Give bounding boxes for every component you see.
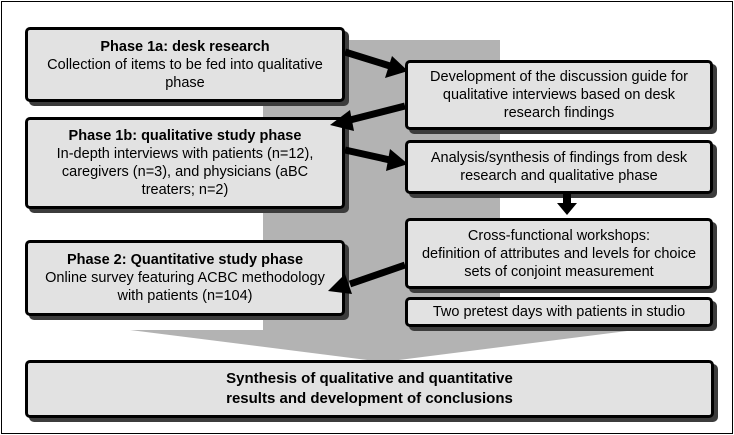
phase1b-title: Phase 1b: qualitative study phase <box>68 128 302 144</box>
phase1a-title: Phase 1a: desk research <box>100 38 270 55</box>
workshops-line-3: sets of conjoint measurement <box>464 263 654 280</box>
analysis-line-1: Analysis/synthesis of findings from desk <box>430 150 688 166</box>
phase2-line-1: Online survey featuring ACBC methodology <box>45 270 325 286</box>
phase1a-line-2: phase <box>165 74 205 91</box>
phase2-title: Phase 2: Quantitative study phase <box>66 252 304 268</box>
phase1b-box: Phase 1b: qualitative study phase In-dep… <box>25 117 345 209</box>
analysis-line-2: research and qualitative phase <box>460 168 658 184</box>
discussion-guide-line-2: qualitative interviews based on desk <box>442 87 676 103</box>
phase1b-line-1: In-depth interviews with patients (n=12)… <box>56 146 314 162</box>
workshops-line-1: Cross-functional workshops: <box>467 227 651 244</box>
pretest-line-1: Two pretest days with patients in studio <box>432 304 686 320</box>
phase2-line-2: with patients (n=104) <box>117 288 253 304</box>
phase1a-box: Phase 1a: desk research Collection of it… <box>25 27 345 102</box>
workshops-line-2: definition of attributes and levels for … <box>421 245 697 262</box>
synthesis-line-1: Synthesis of qualitative and quantitativ… <box>226 370 513 387</box>
phase1a-line-1: Collection of items to be fed into quali… <box>47 56 323 73</box>
synthesis-box: Synthesis of qualitative and quantitativ… <box>25 360 714 418</box>
pretest-box: Two pretest days with patients in studio <box>405 297 713 327</box>
phase2-box: Phase 2: Quantitative study phase Online… <box>25 240 345 316</box>
phase1b-line-3: treaters; n=2) <box>141 182 229 198</box>
synthesis-line-2: results and development of conclusions <box>226 390 513 407</box>
discussion-guide-line-3: research findings <box>503 105 615 121</box>
workshops-box: Cross-functional workshops: definition o… <box>405 218 713 289</box>
phase1b-line-2: caregivers (n=3), and physicians (aBC <box>61 164 309 180</box>
discussion-guide-line-1: Development of the discussion guide for <box>430 69 688 85</box>
analysis-box: Analysis/synthesis of findings from desk… <box>405 140 713 194</box>
discussion-guide-box: Development of the discussion guide for … <box>405 60 713 130</box>
